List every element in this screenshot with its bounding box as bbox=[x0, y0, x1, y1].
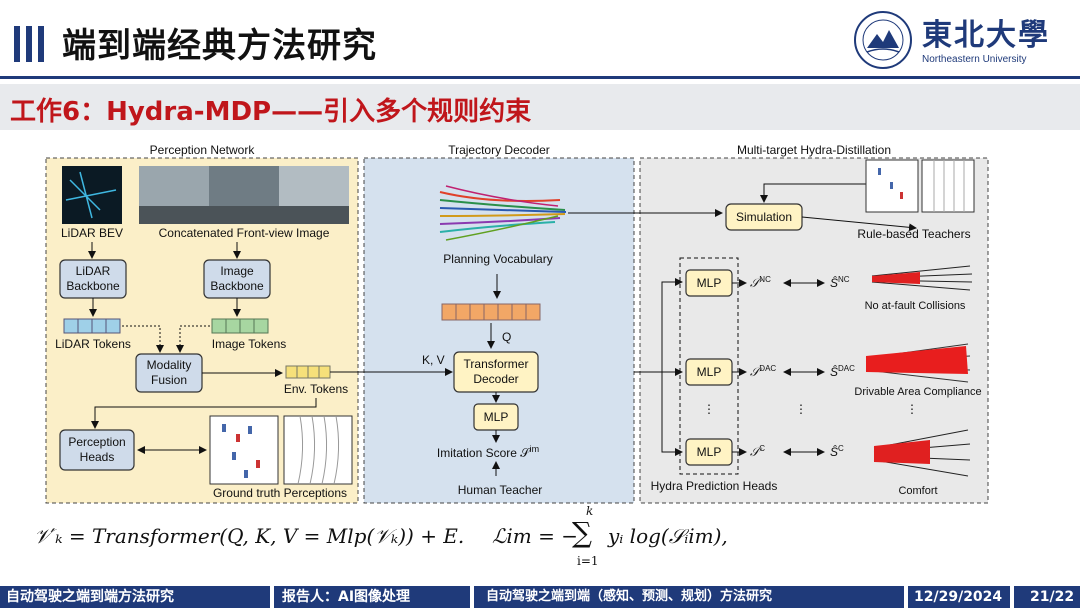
env-tokens-label: Env. Tokens bbox=[284, 382, 348, 396]
slide-title: 端到端经典方法研究 bbox=[62, 26, 377, 66]
gt-map-image bbox=[283, 415, 353, 485]
university-seal-icon bbox=[854, 11, 912, 69]
university-name-cn: 東北大學 bbox=[922, 18, 1050, 53]
trajectory-fan-dac bbox=[865, 343, 971, 383]
teacher-map-image bbox=[921, 159, 975, 213]
header-bar-3 bbox=[38, 26, 44, 62]
simulation-label: Simulation bbox=[736, 210, 792, 224]
perception-section-title: Perception Network bbox=[150, 143, 256, 157]
lidar-backbone-label-1: LiDAR bbox=[76, 264, 111, 278]
planning-vocabulary-fan bbox=[439, 185, 567, 241]
target-dots: ⋮ bbox=[906, 402, 918, 416]
env-token-strip bbox=[285, 365, 331, 379]
distill-section-title: Multi-target Hydra-Distillation bbox=[737, 143, 891, 157]
decoder-mlp-label: MLP bbox=[484, 410, 509, 424]
hydra-heads-label: Hydra Prediction Heads bbox=[651, 479, 778, 493]
slide-header: 端到端经典方法研究 東北大學 Northeastern University bbox=[0, 0, 1080, 80]
mlp-nc-label: MLP bbox=[697, 276, 722, 290]
header-bar-1 bbox=[14, 26, 20, 62]
arrow-dots: ⋮ bbox=[795, 402, 807, 416]
imitation-label: Imitation Score 𝒮im bbox=[437, 444, 539, 460]
hydra-heads-group bbox=[679, 257, 739, 475]
footer-date: 12/29/2024 bbox=[914, 589, 1003, 605]
human-teacher-label: Human Teacher bbox=[458, 483, 543, 497]
footer-page-number: 21/22 bbox=[1030, 589, 1075, 605]
image-token-strip bbox=[211, 318, 269, 334]
trajectory-fan-comfort bbox=[873, 429, 971, 477]
vocab-token-strip bbox=[441, 303, 541, 321]
loss-formula-rhs: yᵢ log(𝒮ᵢim), bbox=[608, 524, 728, 548]
section-subtitle: 工作6：Hydra-MDP——引入多个规则约束 bbox=[10, 97, 532, 127]
perception-heads-box bbox=[59, 429, 135, 471]
sum-symbol: ∑ bbox=[572, 516, 592, 549]
mlp-dac-label: MLP bbox=[697, 365, 722, 379]
fusion-label-2: Fusion bbox=[151, 373, 187, 387]
comfort-label: Comfort bbox=[898, 485, 937, 497]
university-name-en: Northeastern University bbox=[922, 54, 1027, 65]
header-bar-2 bbox=[26, 26, 32, 62]
target-dac: ŜDAC bbox=[830, 364, 855, 379]
transformer-formula: 𝒱′ₖ = Transformer(Q, K, V = Mlp(𝒱ₖ)) + E… bbox=[34, 524, 465, 548]
footer-topic: 自动驾驶之端到端方法研究 bbox=[6, 589, 174, 605]
transformer-label-1: Transformer bbox=[464, 357, 529, 371]
subtitle-band: 工作6：Hydra-MDP——引入多个规则约束 bbox=[0, 84, 1080, 130]
gt-label: Ground truth Perceptions bbox=[213, 486, 347, 500]
formula-area: 𝒱′ₖ = Transformer(Q, K, V = Mlp(𝒱ₖ)) + E… bbox=[0, 504, 1080, 582]
footer-presenter: 报告人：AI图像处理 bbox=[282, 589, 411, 605]
trajectory-fan-nc bbox=[871, 265, 973, 291]
decoder-section-title: Trajectory Decoder bbox=[448, 143, 550, 157]
slide-footer: 自动驾驶之端到端方法研究 报告人：AI图像处理 自动驾驶之端到端（感知、预测、规… bbox=[0, 586, 1080, 608]
image-tokens-label: Image Tokens bbox=[212, 337, 287, 351]
nc-label: No at-fault Collisions bbox=[865, 300, 966, 312]
lidar-bev-label: LiDAR BEV bbox=[61, 226, 123, 240]
header-rule bbox=[0, 76, 1080, 79]
heads-label-1: Perception bbox=[68, 435, 125, 449]
sum-bottom: i=1 bbox=[577, 554, 599, 568]
q-label: Q bbox=[502, 330, 511, 344]
loss-formula-lhs: ℒim = − bbox=[492, 524, 578, 548]
image-backbone-label-1: Image bbox=[220, 264, 254, 278]
footer-description: 自动驾驶之端到端（感知、预测、规划）方法研究 bbox=[486, 589, 773, 604]
lidar-token-strip bbox=[63, 318, 121, 334]
kv-label: K, V bbox=[422, 353, 445, 367]
dac-label: Drivable Area Compliance bbox=[854, 386, 981, 398]
mlp-c-label: MLP bbox=[697, 445, 722, 459]
heads-label-2: Heads bbox=[80, 450, 115, 464]
target-nc: ŜNC bbox=[830, 275, 850, 290]
transformer-label-2: Decoder bbox=[473, 372, 518, 386]
teachers-label: Rule-based Teachers bbox=[857, 227, 970, 241]
vocab-label: Planning Vocabulary bbox=[443, 252, 552, 266]
image-backbone-label-2: Backbone bbox=[210, 279, 264, 293]
fusion-label-1: Modality bbox=[147, 358, 192, 372]
lidar-backbone-label-2: Backbone bbox=[66, 279, 120, 293]
sum-top: k bbox=[586, 504, 594, 518]
mlp-dots: ⋮ bbox=[703, 402, 715, 416]
target-c: ŜC bbox=[830, 444, 844, 459]
lidar-points bbox=[65, 171, 117, 219]
lidar-tokens-label: LiDAR Tokens bbox=[55, 337, 131, 351]
hydra-mdp-figure: Perception Network Trajectory Decoder Mu… bbox=[45, 143, 989, 504]
front-view-label: Concatenated Front-view Image bbox=[159, 226, 330, 240]
